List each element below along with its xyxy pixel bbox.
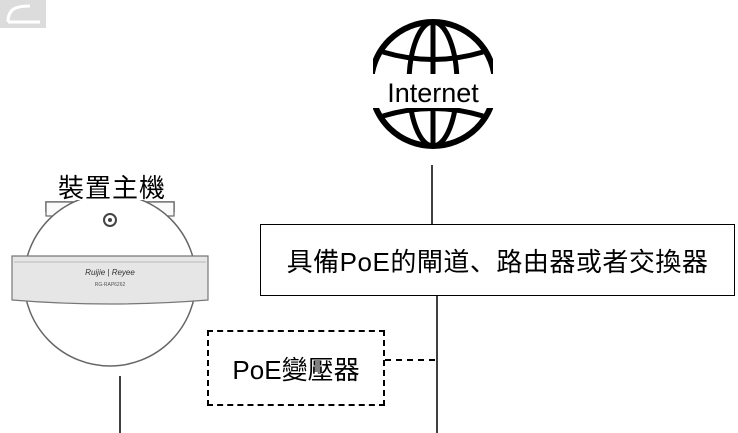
poe-adapter-label: PoE變壓器 [232,354,360,385]
globe-icon: Internet [373,19,493,149]
gateway-label: 具備PoE的閘道、路由器或者交換器 [286,246,709,277]
corner-badge [0,0,46,28]
internet-label: Internet [387,78,479,108]
access-point-device: Ruijie | Reyee RG-RAP6262 [11,200,209,367]
device-label: 裝置主機 [58,173,167,203]
gateway-box: 具備PoE的閘道、路由器或者交換器 [260,224,735,296]
device-model: RG-RAP6262 [95,282,126,288]
poe-adapter-box: PoE變壓器 [207,330,385,406]
return-arrow-icon [6,4,40,24]
device-brand: Ruijie | Reyee [85,268,135,277]
